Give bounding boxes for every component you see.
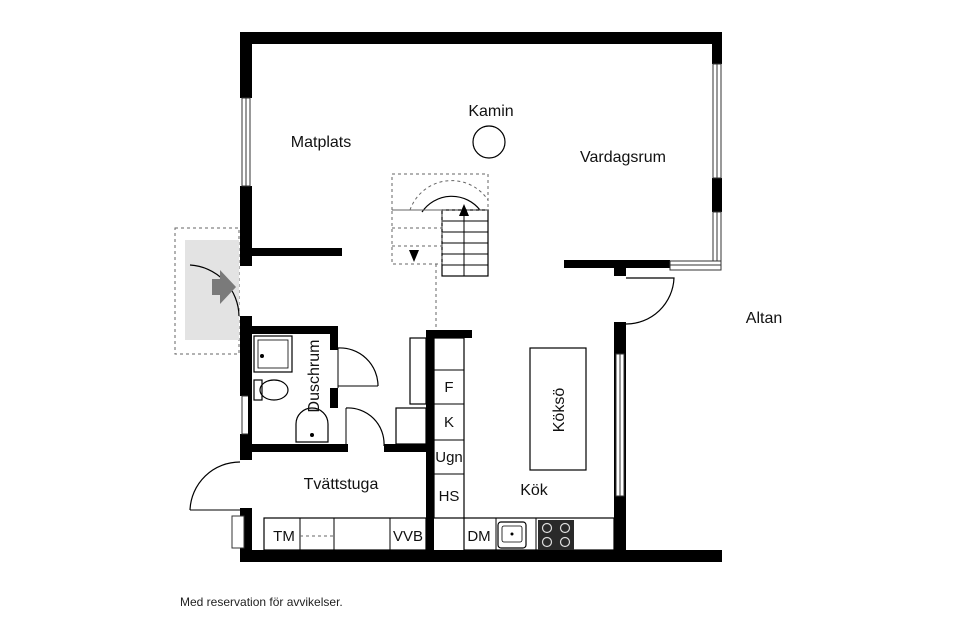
- fixture-label-ugn: Ugn: [435, 449, 463, 466]
- windows: [231, 63, 722, 549]
- fireplace-circle: [472, 125, 506, 159]
- room-label-tvattstuga: Tvättstuga: [304, 476, 379, 493]
- entrance-arrow-icon: [212, 270, 236, 304]
- doors: [189, 277, 675, 511]
- room-label-altan: Altan: [746, 310, 782, 327]
- fixture-label-tm: TM: [273, 528, 295, 545]
- footnote: Med reservation för avvikelser.: [180, 595, 343, 609]
- room-label-duschrum: Duschrum: [306, 340, 323, 413]
- room-label-kamin: Kamin: [468, 103, 513, 120]
- toilet: [253, 379, 289, 401]
- kitchen-tall-cabinets: [433, 337, 465, 519]
- room-label-vardagsrum: Vardagsrum: [580, 149, 666, 166]
- room-label-matplats: Matplats: [291, 134, 351, 151]
- fixture-label-k: K: [444, 414, 454, 431]
- room-label-kok: Kök: [520, 482, 549, 499]
- room-label-kokso: Köksö: [551, 388, 568, 433]
- washbasin: [295, 407, 329, 443]
- staircase: [391, 173, 489, 330]
- stove: [538, 520, 574, 550]
- fixture-label-vvb: VVB: [393, 528, 423, 545]
- shower: [253, 335, 293, 373]
- fixture-label-dm: DM: [467, 528, 490, 545]
- fixture-label-hs: HS: [439, 488, 460, 505]
- entrance: [174, 227, 240, 355]
- sink: [497, 521, 527, 549]
- laundry-counter: [263, 517, 427, 551]
- hall-cabinets: [395, 337, 427, 445]
- stair-up-arrow-icon: [459, 204, 469, 216]
- interior-walls: [240, 248, 472, 560]
- kitchen-island: [529, 347, 587, 471]
- stair-down-arrow-icon: [409, 250, 419, 262]
- fixture-label-f: F: [444, 379, 453, 396]
